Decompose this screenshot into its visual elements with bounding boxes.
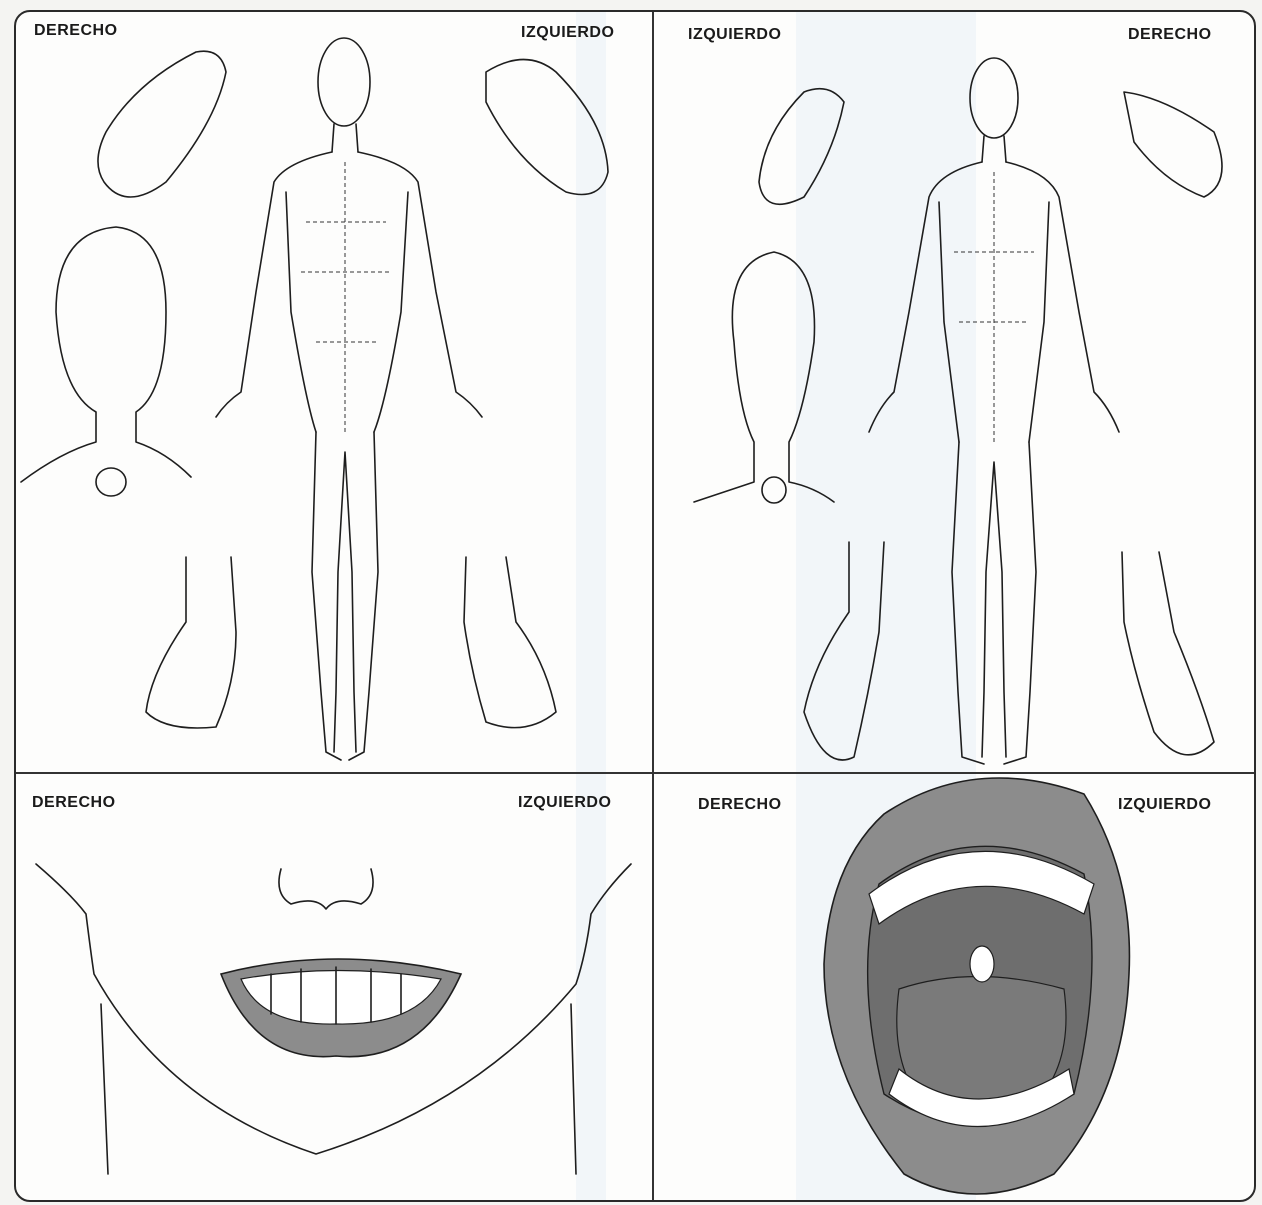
front-body-figure xyxy=(16,12,652,772)
back-legs-outer xyxy=(952,442,1036,764)
front-left-foot xyxy=(464,557,556,728)
back-right-hand xyxy=(1124,92,1222,197)
mouth-panel: DERECHO IZQUIERDO xyxy=(654,774,1256,1202)
back-head-neck-circle xyxy=(762,477,786,503)
mouth-figure xyxy=(654,774,1256,1202)
face-nose xyxy=(279,869,373,909)
back-body-panel: IZQUIERDO DERECHO xyxy=(654,12,1256,772)
front-neck xyxy=(332,124,358,152)
back-body-figure xyxy=(654,12,1256,772)
body-chart-sheet: DERECHO IZQUIERDO IZQUIERDO DERECHO xyxy=(14,10,1256,1202)
back-left-foot xyxy=(804,542,884,760)
front-dermatome-lines xyxy=(301,162,391,432)
front-body-panel: DERECHO IZQUIERDO xyxy=(16,12,652,772)
face-figure xyxy=(16,774,652,1202)
front-face-neck-circle xyxy=(96,468,126,496)
front-head xyxy=(318,38,370,126)
back-head xyxy=(970,58,1018,138)
back-dermatome-lines xyxy=(954,172,1034,442)
front-left-hand xyxy=(486,60,608,195)
front-legs-inner xyxy=(334,452,356,752)
back-legs-inner xyxy=(982,462,1006,757)
front-legs-outer xyxy=(312,432,378,760)
front-face-detail xyxy=(21,227,191,482)
front-right-foot xyxy=(146,557,236,728)
front-arms xyxy=(216,152,482,417)
back-left-hand xyxy=(759,89,844,205)
front-right-hand xyxy=(98,51,226,197)
back-neck xyxy=(982,136,1006,162)
front-torso xyxy=(286,192,408,432)
back-right-foot xyxy=(1122,552,1214,755)
face-panel: DERECHO IZQUIERDO xyxy=(16,774,652,1202)
back-head-detail xyxy=(694,252,834,502)
mouth-uvula xyxy=(970,946,994,982)
